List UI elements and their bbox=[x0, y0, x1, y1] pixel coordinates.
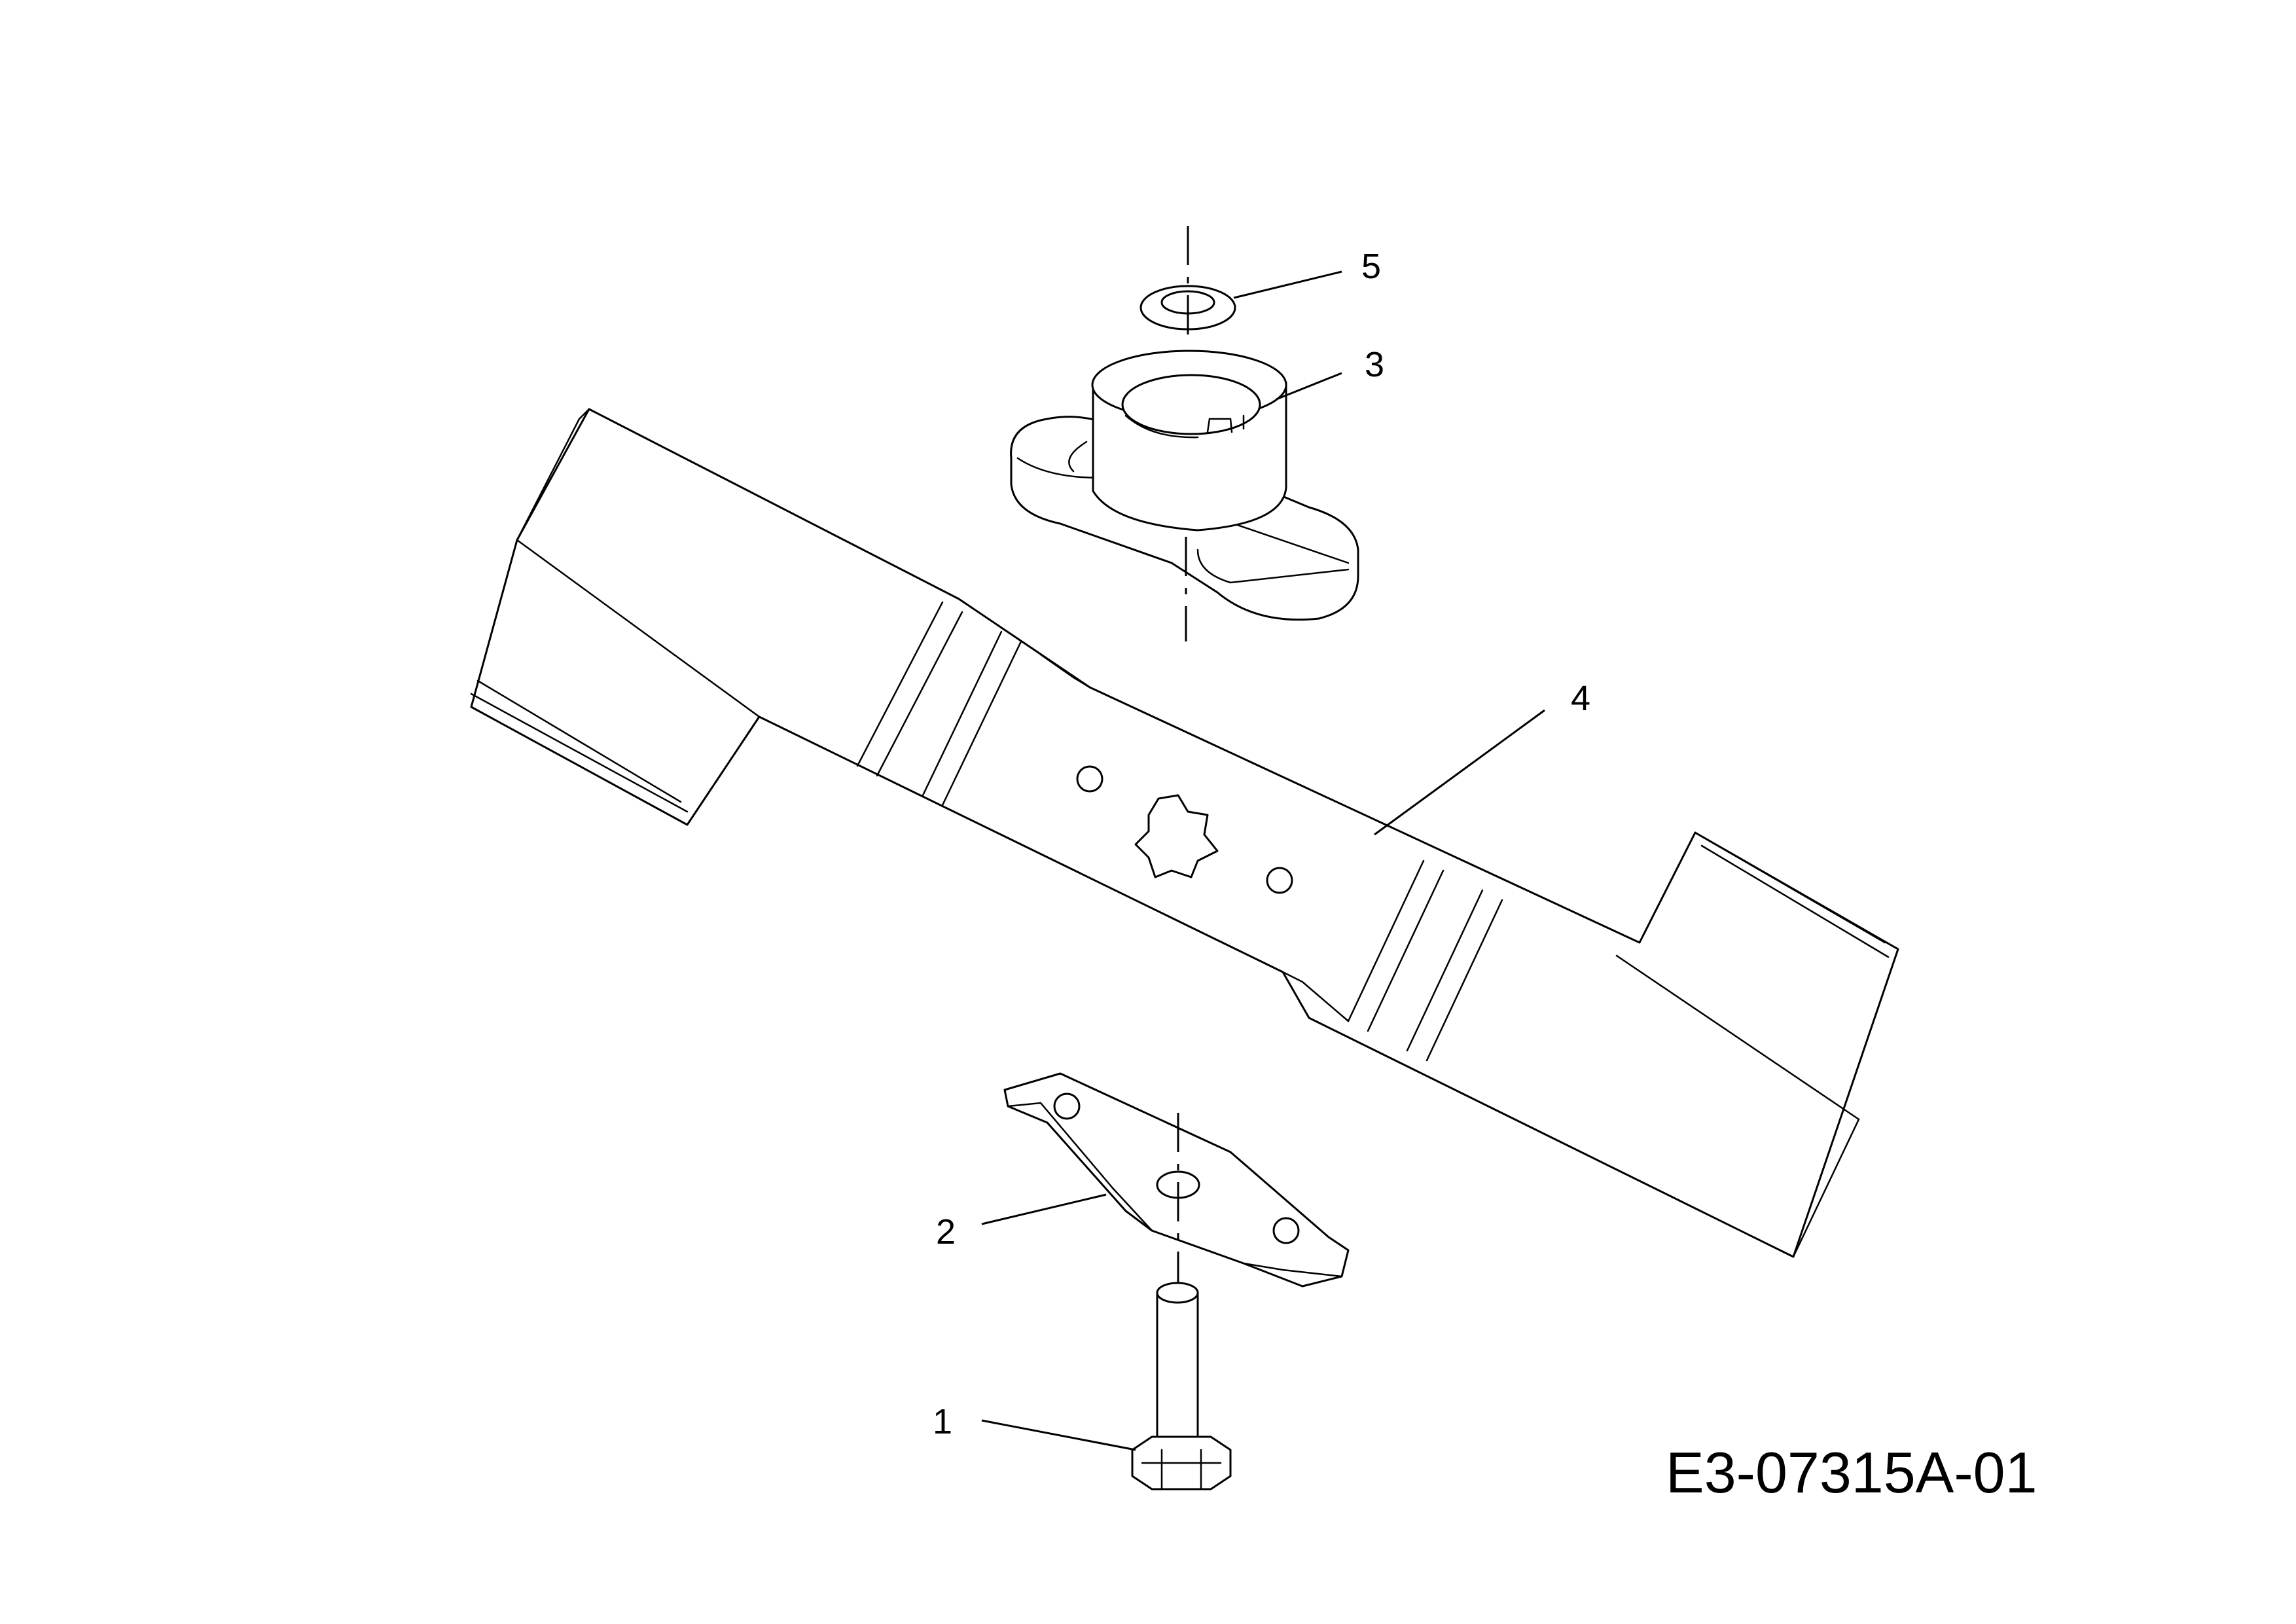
blade-hole-right bbox=[1266, 867, 1293, 894]
callout-4: 4 bbox=[1571, 679, 1590, 718]
leader-lines bbox=[981, 270, 1545, 1451]
callout-3: 3 bbox=[1365, 345, 1384, 384]
blade-adapter-part-3 bbox=[1010, 350, 1359, 621]
callout-2: 2 bbox=[936, 1212, 956, 1252]
center-axis-lines bbox=[1177, 226, 1189, 1283]
blade-part-4 bbox=[470, 408, 1899, 1258]
callout-5: 5 bbox=[1361, 247, 1381, 286]
callout-1: 1 bbox=[933, 1402, 952, 1441]
blade-star-hole bbox=[1134, 794, 1219, 878]
drawing-id: E3-07315A-01 bbox=[1666, 1440, 2037, 1505]
bolt-part-1 bbox=[1131, 1282, 1232, 1490]
blade-hole-left bbox=[1076, 765, 1103, 793]
support-plate-part-2 bbox=[1003, 1072, 1350, 1288]
